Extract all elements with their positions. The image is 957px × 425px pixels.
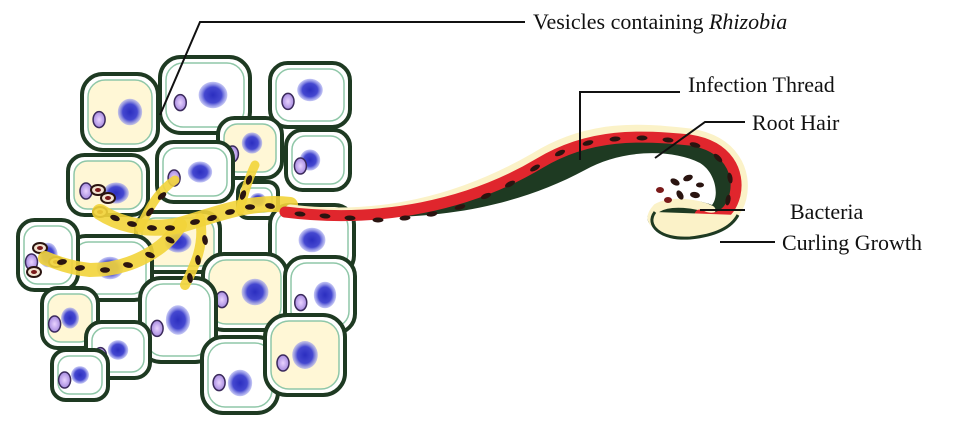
nucleus <box>242 279 269 306</box>
nucleus <box>299 228 326 253</box>
nucleus <box>242 133 262 154</box>
label-vesicles: Vesicles containing Rhizobia <box>533 9 787 34</box>
nucleus <box>166 305 190 334</box>
rhizobium <box>165 225 175 231</box>
rhizobium <box>373 218 384 223</box>
vesicle <box>282 93 294 109</box>
cell <box>157 142 233 202</box>
label-root-hair: Root Hair <box>752 110 840 135</box>
nucleus <box>297 79 323 101</box>
vesicle <box>49 316 61 332</box>
nucleus <box>228 370 252 397</box>
cell <box>82 74 158 150</box>
label-infection-thread: Infection Thread <box>688 72 835 97</box>
cell <box>265 315 345 395</box>
vesicle <box>59 372 71 388</box>
vesicle <box>93 112 105 128</box>
nucleus <box>314 282 336 309</box>
cortical-cells <box>18 57 355 413</box>
vesicle <box>151 320 163 336</box>
rhizobium <box>637 136 648 141</box>
vesicle <box>277 355 289 371</box>
rhizobium <box>100 267 110 273</box>
vesicle <box>295 295 307 311</box>
nucleus <box>188 162 212 183</box>
label-bacteria: Bacteria <box>790 199 864 224</box>
vesicle <box>294 158 306 174</box>
bacteria-cluster <box>656 173 704 203</box>
nucleus <box>61 308 79 329</box>
vesicle <box>213 375 225 391</box>
cell <box>52 350 108 400</box>
label-rhizobia: Rhizobia <box>708 9 787 34</box>
rhizobium <box>245 204 255 210</box>
label-curling-growth: Curling Growth <box>782 230 922 255</box>
nucleus <box>199 82 228 109</box>
nucleus <box>118 99 142 126</box>
nucleus <box>108 340 128 360</box>
nucleus <box>292 341 318 369</box>
nucleus <box>71 366 89 384</box>
cell <box>270 63 350 127</box>
cell <box>68 155 148 215</box>
vesicle <box>174 95 186 111</box>
cell <box>286 130 350 190</box>
